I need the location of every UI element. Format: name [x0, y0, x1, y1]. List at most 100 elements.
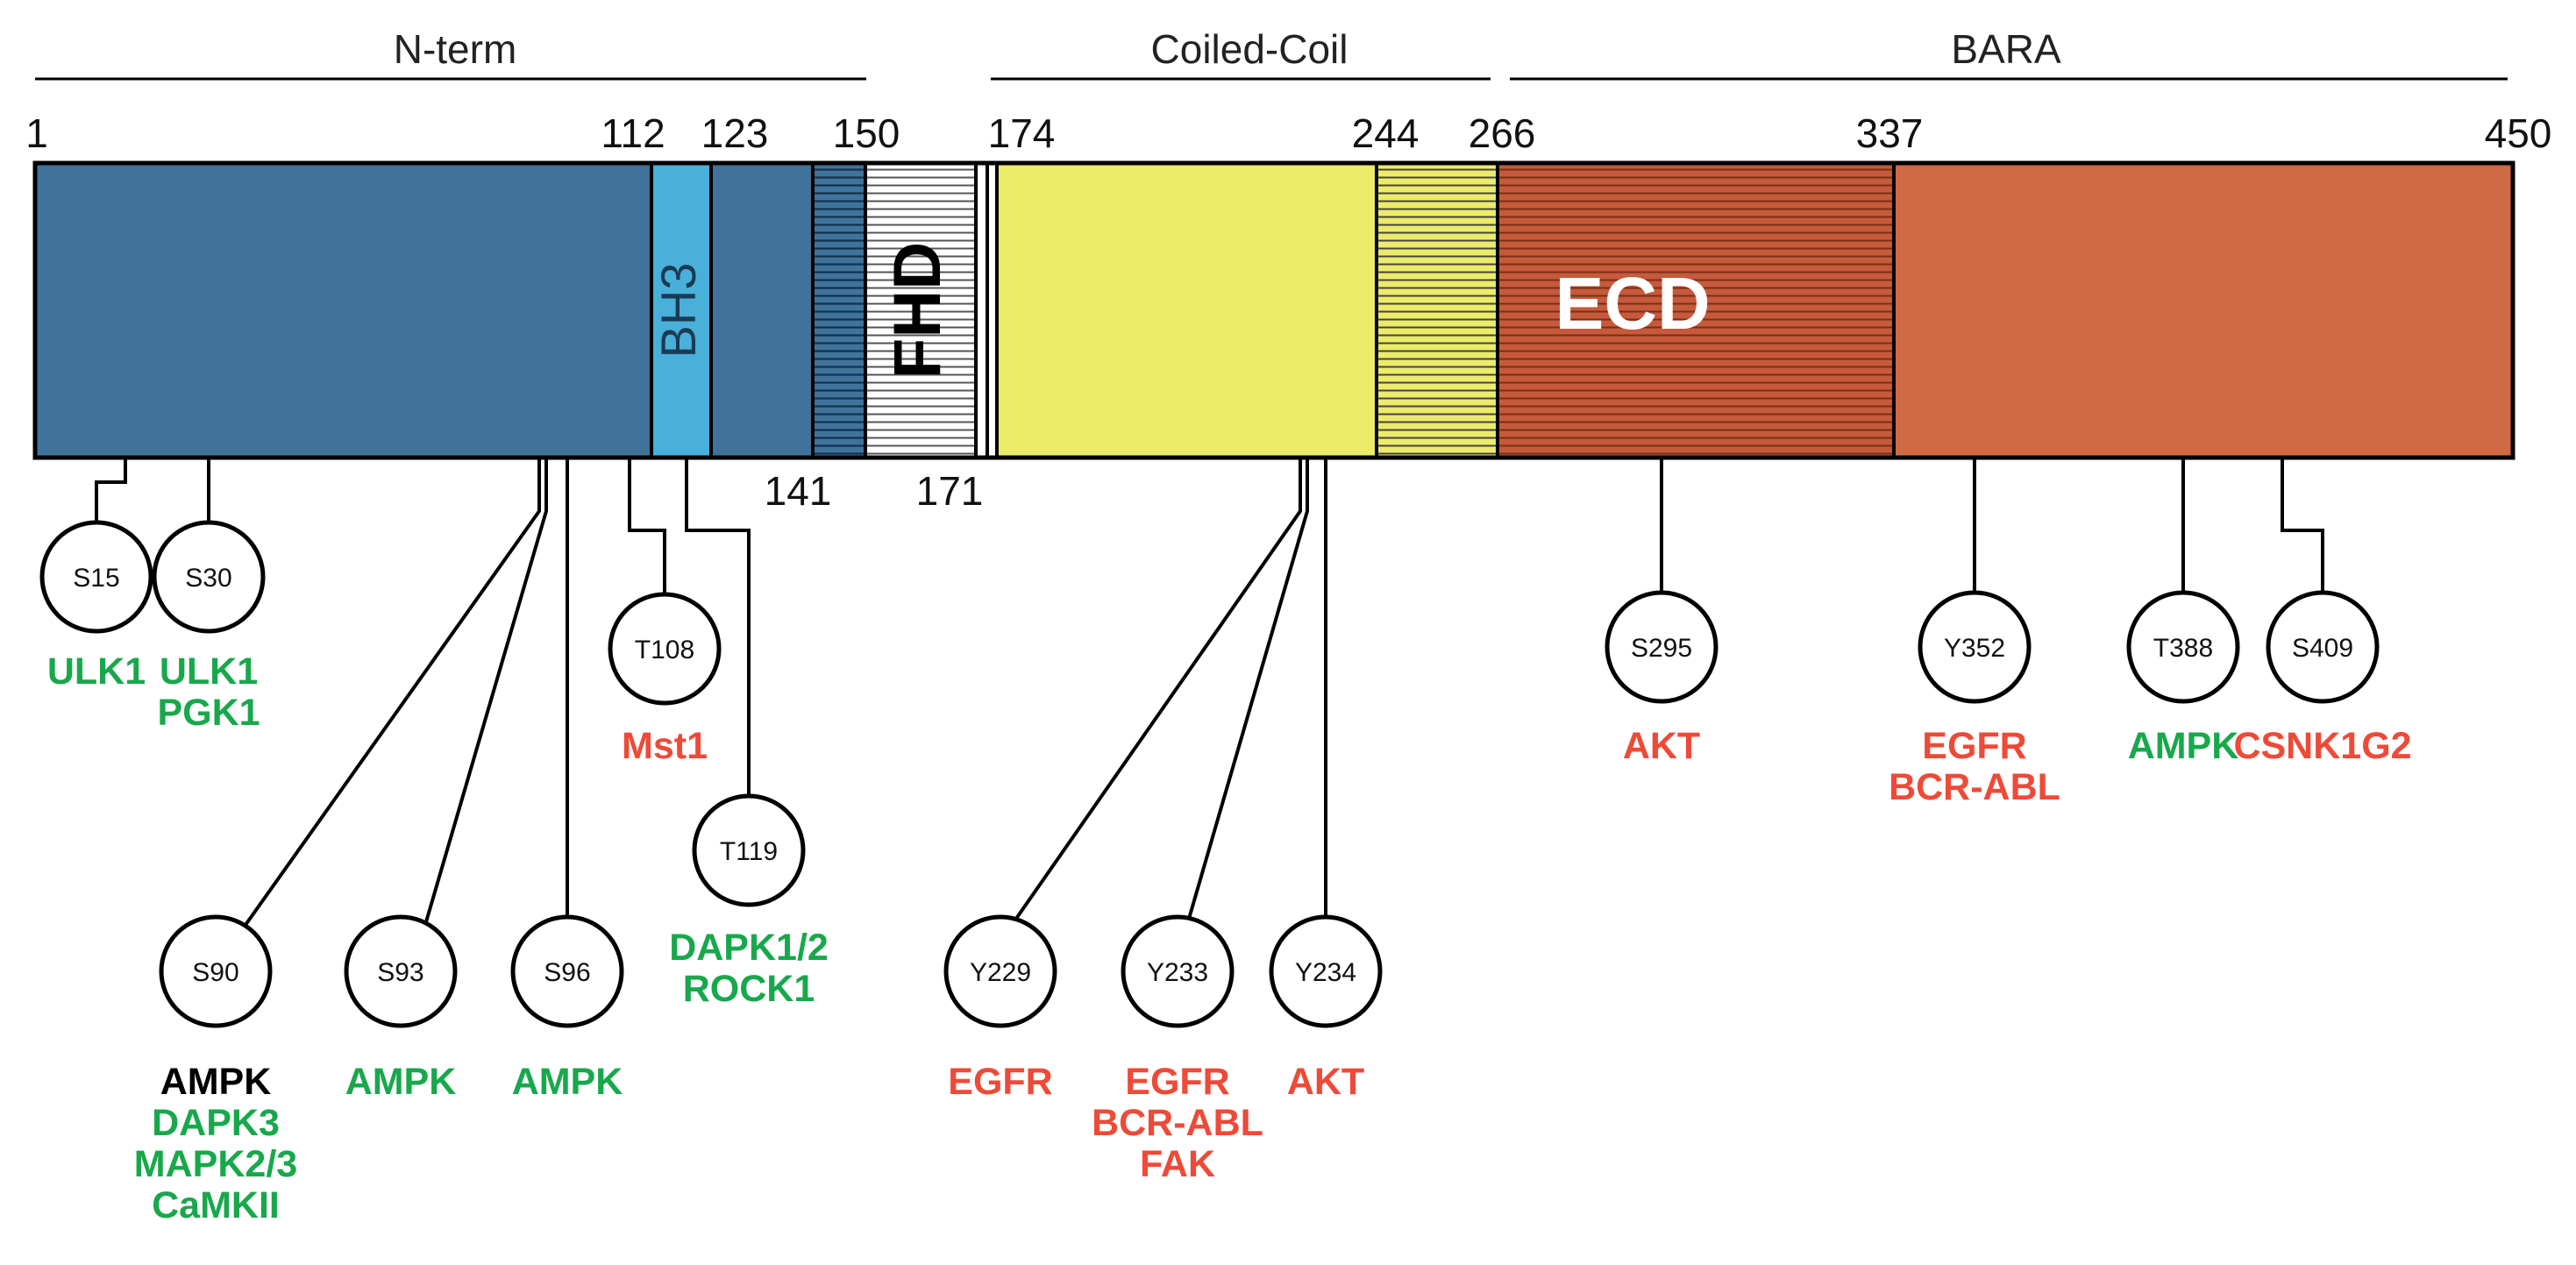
site-circle-s90: [159, 914, 273, 1028]
site-label-s409: S409: [2292, 634, 2353, 663]
connector-s15: [95, 458, 127, 521]
segment-ecd: [1498, 163, 1894, 458]
site-circle-t108: [608, 592, 722, 706]
site-label-y234: Y234: [1295, 958, 1356, 987]
pos-1: 1: [25, 110, 48, 156]
site-label-y352: Y352: [1944, 634, 2005, 663]
segment-nterm-1: [35, 163, 651, 458]
pos-150: 150: [833, 110, 900, 156]
kinase-label: AMPK: [2128, 725, 2239, 767]
segment-fhd: [865, 163, 976, 458]
pos-171: 171: [916, 468, 984, 514]
pos-141: 141: [765, 468, 832, 514]
coiled-coil-label: Coiled-Coil: [1151, 26, 1348, 72]
kinase-label: Mst1: [622, 725, 708, 767]
segment-bara: [1894, 163, 2513, 458]
protein-bar-outline: [32, 160, 2516, 460]
site-label-y233: Y233: [1147, 958, 1208, 987]
site-circle-s295: [1605, 590, 1719, 704]
bh3-label: BH3: [651, 263, 706, 359]
site-circle-s409: [2266, 590, 2380, 704]
kinase-label: FAK: [1140, 1143, 1215, 1185]
kinase-label: CSNK1G2: [2233, 725, 2411, 767]
connector-s90: [244, 458, 541, 927]
site-label-t119: T119: [720, 837, 778, 866]
connector-t119: [685, 458, 751, 794]
site-label-t388: T388: [2153, 634, 2213, 663]
kinase-label: AKT: [1623, 725, 1700, 767]
kinase-label: DAPK1/2: [669, 927, 829, 969]
site-label-s96: S96: [544, 958, 590, 987]
site-circle-t119: [692, 793, 806, 907]
kinase-label: BCR-ABL: [1092, 1102, 1263, 1144]
pos-337: 337: [1856, 110, 1924, 156]
site-connectors: [95, 458, 2324, 927]
kinase-label: EGFR: [948, 1061, 1052, 1103]
connector-y233: [1187, 458, 1309, 920]
connector-s93: [423, 458, 548, 926]
kinase-label: CaMKII: [152, 1184, 280, 1226]
site-label-s30: S30: [185, 564, 231, 593]
site-circle-y234: [1269, 914, 1383, 1028]
pos-244: 244: [1352, 110, 1420, 156]
site-circle-t388: [2126, 590, 2240, 704]
fhd-label: FHD: [880, 242, 955, 379]
nterm-label: N-term: [394, 26, 517, 72]
kinase-label: AKT: [1287, 1061, 1364, 1103]
connector-y229: [1010, 458, 1302, 927]
bara-label: BARA: [1951, 26, 2061, 72]
ecd-label: ECD: [1555, 262, 1710, 345]
site-circle-s30: [152, 520, 266, 634]
site-circle-s15: [39, 520, 153, 634]
site-circle-y233: [1121, 914, 1235, 1028]
segment-nterm-2: [711, 163, 813, 458]
kinase-label: PGK1: [157, 692, 260, 734]
segment-coiled-coil: [997, 163, 1377, 458]
kinase-label: ULK1: [160, 650, 258, 693]
site-label-s93: S93: [377, 958, 423, 987]
pos-266: 266: [1469, 110, 1536, 156]
site-circle-y352: [1918, 590, 2032, 704]
site-circle-s93: [344, 914, 458, 1028]
segment-dividers: [650, 163, 1896, 458]
kinase-label: AMPK: [345, 1061, 457, 1103]
pos-112: 112: [601, 110, 665, 156]
kinase-label: EGFR: [1922, 725, 2026, 767]
connector-s409: [2281, 458, 2324, 593]
pos-174: 174: [988, 110, 1056, 156]
kinase-label: ROCK1: [683, 968, 815, 1010]
site-circle-y229: [943, 914, 1057, 1028]
site-circle-s96: [510, 914, 624, 1028]
pos-450: 450: [2485, 110, 2552, 156]
kinase-label: DAPK3: [152, 1102, 280, 1144]
site-label-s15: S15: [73, 564, 119, 593]
segment-coiled-striped: [1377, 163, 1498, 458]
site-label-t108: T108: [635, 636, 694, 664]
connector-t108: [628, 458, 666, 593]
segment-nterm-striped: [813, 163, 865, 458]
site-label-y229: Y229: [970, 958, 1031, 987]
kinase-label: ULK1: [47, 650, 146, 693]
kinase-label: AMPK: [512, 1061, 623, 1103]
pos-123: 123: [701, 110, 769, 156]
phosphosites: S15ULK1S30ULK1PGK1T108Mst1T119DAPK1/2ROC…: [39, 520, 2412, 1226]
site-label-s295: S295: [1631, 634, 1692, 663]
kinase-label: MAPK2/3: [134, 1143, 297, 1185]
segment-bh3: [651, 163, 711, 458]
site-label-s90: S90: [192, 958, 238, 987]
kinase-label: AMPK: [160, 1061, 272, 1103]
